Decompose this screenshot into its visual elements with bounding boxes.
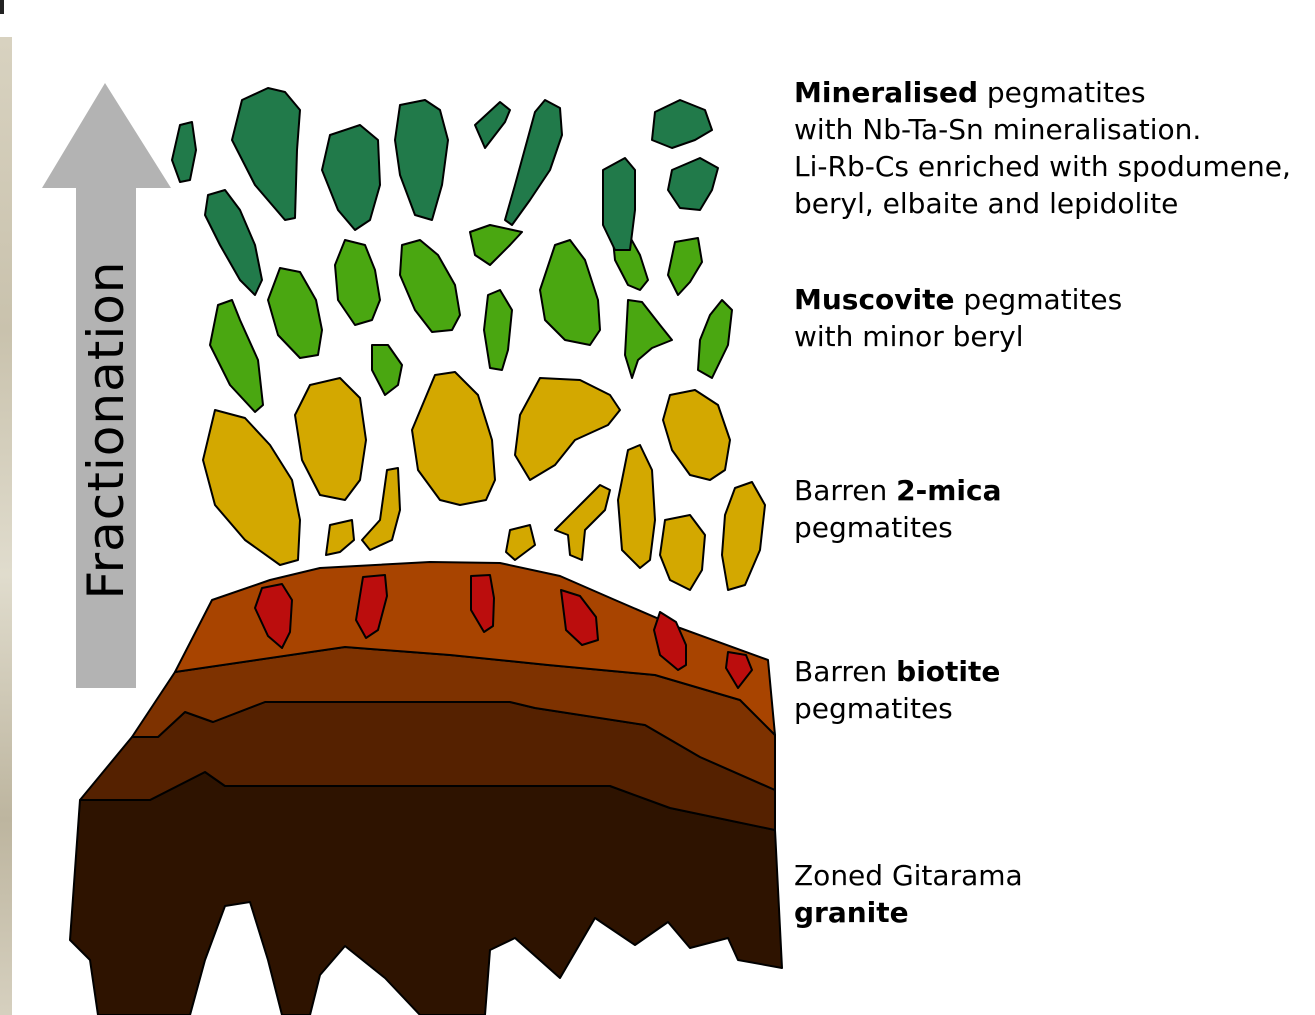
muscovite-pegmatite — [698, 300, 732, 378]
legend-two-mica: Barren 2-mica pegmatites — [794, 472, 1002, 546]
mineralised-pegmatite — [205, 190, 262, 295]
mineralised-pegmatite — [475, 102, 510, 148]
two-mica-pegmatite — [660, 515, 705, 590]
legend-mineralised-title: Mineralised — [794, 76, 978, 109]
two-mica-pegmatite — [722, 482, 765, 590]
mineralised-pegmatite — [668, 158, 718, 210]
legend-biotite-title: biotite — [896, 655, 1000, 688]
two-mica-pegmatite — [515, 378, 620, 480]
two-mica-pegmatite — [295, 378, 366, 500]
muscovite-pegmatite — [268, 268, 322, 358]
fractionation-label: Fractionation — [77, 260, 135, 599]
two-mica-pegmatite — [412, 372, 495, 505]
mineralised-pegmatite — [603, 158, 635, 250]
legend-mineralised-rest: pegmatites — [978, 76, 1146, 109]
legend-biotite-line2: pegmatites — [794, 690, 1000, 727]
legend-mineralised: Mineralised pegmatites with Nb-Ta-Sn min… — [794, 74, 1291, 222]
muscovite-pegmatite — [484, 290, 512, 370]
mineralised-pegmatite — [652, 100, 712, 148]
two-mica-pegmatite — [663, 390, 730, 480]
mineralised-pegmatite — [395, 100, 448, 220]
two-mica-pegmatite — [326, 520, 354, 555]
legend-muscovite-rest: pegmatites — [955, 283, 1123, 316]
legend-muscovite: Muscovite pegmatites with minor beryl — [794, 281, 1122, 355]
legend-two-mica-line2: pegmatites — [794, 509, 1002, 546]
legend-granite-line1: Zoned Gitarama — [794, 857, 1023, 894]
legend-mineralised-line4: beryl, elbaite and lepidolite — [794, 185, 1291, 222]
muscovite-pegmatite — [625, 300, 672, 378]
two-mica-pegmatite — [555, 485, 610, 560]
muscovite-pegmatite — [668, 238, 702, 295]
two-mica-pegmatite — [618, 445, 655, 568]
two-mica-pegmatite — [362, 468, 400, 550]
muscovite-pegmatite — [372, 345, 402, 395]
muscovite-pegmatites — [210, 225, 732, 412]
muscovite-pegmatite — [540, 240, 600, 345]
legend-biotite: Barren biotite pegmatites — [794, 653, 1000, 727]
two-mica-pegmatite — [203, 410, 300, 565]
mineralised-pegmatite — [232, 88, 300, 220]
two-mica-pegmatites — [203, 372, 765, 590]
legend-muscovite-title: Muscovite — [794, 283, 955, 316]
legend-two-mica-pre: Barren — [794, 474, 896, 507]
legend-muscovite-line2: with minor beryl — [794, 318, 1122, 355]
legend-mineralised-line3: Li-Rb-Cs enriched with spodumene, — [794, 148, 1291, 185]
muscovite-pegmatite — [210, 300, 263, 412]
legend-biotite-pre: Barren — [794, 655, 896, 688]
muscovite-pegmatite — [400, 240, 460, 332]
mineralised-pegmatite — [505, 100, 562, 225]
mineralised-pegmatite — [322, 125, 380, 230]
mineralised-pegmatite — [172, 122, 196, 182]
legend-mineralised-line2: with Nb-Ta-Sn mineralisation. — [794, 111, 1291, 148]
muscovite-pegmatite — [470, 225, 522, 265]
muscovite-pegmatite — [335, 240, 380, 325]
legend-granite: Zoned Gitarama granite — [794, 857, 1023, 931]
legend-granite-title: granite — [794, 896, 909, 929]
two-mica-pegmatite — [506, 525, 535, 560]
legend-two-mica-title: 2-mica — [896, 474, 1001, 507]
